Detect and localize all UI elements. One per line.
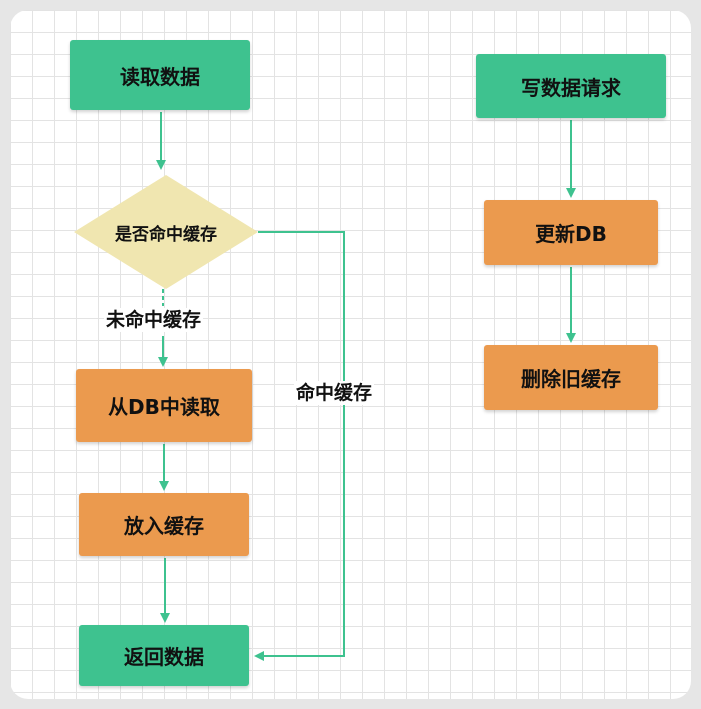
node-delete-cache: 删除旧缓存 [484, 345, 658, 410]
edge-label-miss: 未命中缓存 [104, 308, 204, 332]
node-put-cache: 放入缓存 [79, 493, 249, 556]
decision-diamond [74, 175, 258, 289]
edge-label-hit: 命中缓存 [294, 381, 375, 405]
node-decision-label: 是否命中缓存 [115, 224, 217, 245]
node-return: 返回数据 [79, 625, 249, 686]
arrow-hit-to-return [254, 231, 345, 661]
node-read-start: 读取数据 [70, 40, 250, 110]
node-write-start: 写数据请求 [476, 54, 666, 118]
node-update-db: 更新DB [484, 200, 658, 265]
node-read-db: 从DB中读取 [76, 369, 252, 442]
